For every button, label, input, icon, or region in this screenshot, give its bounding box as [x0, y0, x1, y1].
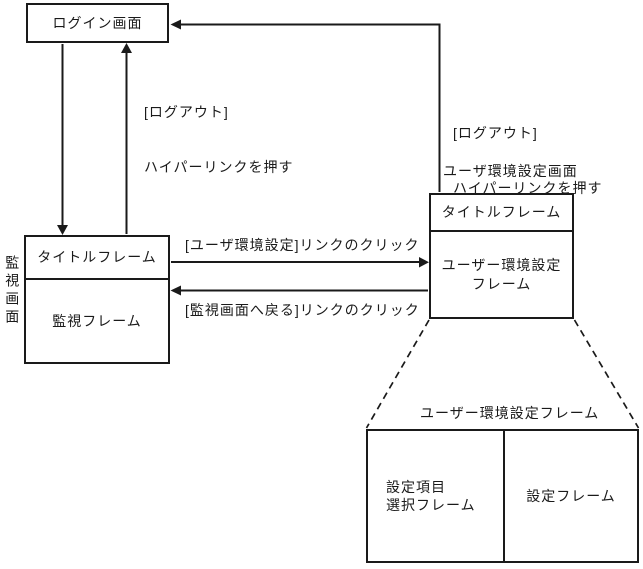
arrowhead-down-icon [57, 225, 68, 235]
logout-right-line1: [ログアウト] [453, 125, 538, 142]
open-config-transition-label: [ユーザ環境設定]リンクのクリック [185, 237, 420, 253]
monitor-frame-label: 監視フレーム [52, 312, 142, 329]
config-detail-box: 設定項目 選択フレーム 設定フレーム [366, 429, 639, 563]
arrowhead-left-login-icon [170, 19, 181, 30]
arrowhead-left-monitor-icon [170, 285, 181, 296]
arrowhead-right-config-icon [419, 257, 429, 268]
monitor-screen-box: タイトルフレーム 監視フレーム [24, 235, 170, 364]
setting-frame-label: 設定フレーム [526, 487, 616, 504]
config-detail-caption: ユーザー環境設定フレーム [420, 405, 600, 421]
login-screen-title: ログイン画面 [52, 14, 143, 31]
login-screen-box: ログイン画面 [26, 3, 169, 43]
setting-item-select-frame: 設定項目 選択フレーム [368, 431, 505, 561]
monitor-title-frame-label: タイトルフレーム [37, 249, 157, 266]
back-to-monitor-transition-label: [監視画面へ戻る]リンクのクリック [185, 302, 420, 318]
config-title-frame: タイトルフレーム [431, 195, 572, 232]
monitor-screen-side-label: 監視画面 [4, 255, 21, 327]
logout-transition-label-left: [ログアウト] ハイパーリンクを押す [144, 67, 293, 213]
config-frame: ユーザー環境設定 フレーム [431, 232, 572, 317]
monitor-frame: 監視フレーム [26, 280, 168, 362]
logout-right-line2: ハイパーリンクを押す [453, 179, 603, 196]
setting-item-select-frame-line1: 設定項目 [386, 478, 446, 495]
logout-transition-label-right: [ログアウト] ハイパーリンクを押す [453, 88, 602, 234]
logout-left-line2: ハイパーリンクを押す [144, 158, 294, 175]
arrowhead-up-icon [121, 43, 132, 53]
config-screen-caption: ユーザ環境設定画面 [443, 163, 578, 179]
config-frame-label-line1: ユーザー環境設定 [441, 257, 562, 274]
logout-left-line1: [ログアウト] [144, 104, 229, 121]
setting-item-select-frame-line2: 選択フレーム [386, 497, 476, 513]
monitor-title-frame: タイトルフレーム [26, 237, 168, 280]
config-screen-box: タイトルフレーム ユーザー環境設定 フレーム [429, 193, 574, 319]
config-title-frame-label: タイトルフレーム [441, 204, 562, 221]
setting-frame: 設定フレーム [505, 431, 637, 561]
config-frame-label-line2: フレーム [471, 275, 532, 292]
